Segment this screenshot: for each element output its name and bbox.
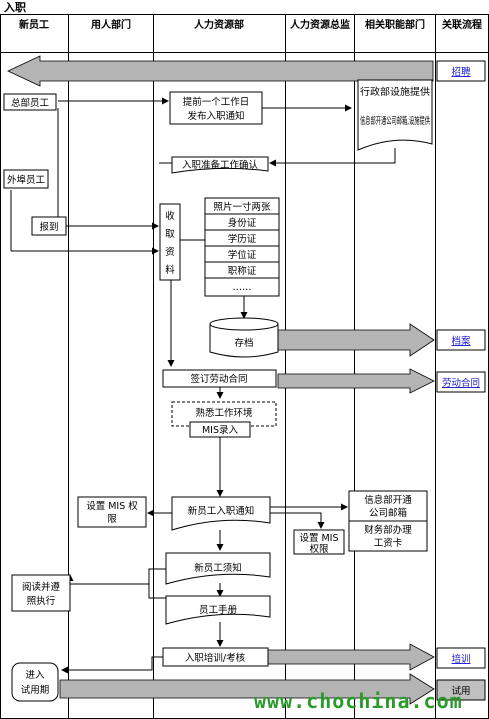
mis-left-line-1: 设置 MIS 权 [86, 500, 138, 512]
hq-employee-node [3, 93, 57, 111]
diagram-title: 入职 [4, 1, 26, 14]
column-header-hr-director: 人力资源总监 [290, 18, 350, 31]
collect-char-4: 料 [165, 264, 175, 276]
admin-facilities-line-2: 信息部开通公司邮箱,设施提供 [360, 115, 430, 127]
doc-id-card: 身份证 [228, 217, 257, 229]
handbook-label: 员工手册 [199, 604, 238, 616]
welcome-notice-doc [171, 496, 271, 531]
collect-materials-node [159, 203, 181, 281]
ext-employee-node [3, 169, 49, 189]
link-training-label[interactable]: 培训 [451, 653, 470, 665]
familiar-label: 熟悉工作环境 [195, 407, 253, 419]
training-arrow [267, 643, 435, 671]
collect-char-2: 取 [165, 229, 175, 240]
doc-education: 学历证 [228, 233, 257, 245]
big-arrows [7, 55, 435, 705]
it-email-line-2: 公司邮箱 [369, 507, 407, 519]
doc-photo: 照片一寸两张 [213, 201, 271, 213]
probation-arrow [59, 673, 435, 705]
column-header-new-employee: 新员工 [19, 18, 49, 31]
mis-left-line-2: 限 [107, 514, 117, 525]
archive-arrow [277, 323, 435, 357]
read-comply-line-1: 阅读并遵 [22, 581, 61, 593]
mis-right-line-1: 设置 MIS [299, 533, 338, 544]
archive-label: 存档 [234, 337, 253, 349]
welcome-notice-label: 新员工入职通知 [188, 505, 255, 517]
probation-node [11, 662, 59, 702]
probation-line-2: 试用期 [21, 684, 50, 696]
collect-char-1: 收 [165, 210, 175, 222]
column-header-related-dept: 相关职能部门 [365, 18, 425, 31]
admin-facilities-line-1: 行政部设施提供 [360, 86, 431, 98]
finance-line-1: 财务部办理 [364, 524, 412, 536]
newbie-guide-label: 新员工须知 [194, 562, 242, 574]
prep-confirm-label: 入职准备工作确认 [182, 159, 259, 171]
link-training[interactable] [436, 647, 486, 669]
admin-facilities-doc [357, 79, 433, 151]
link-contract-label[interactable]: 劳动合同 [442, 377, 480, 389]
link-contract[interactable] [436, 371, 486, 393]
nodes [3, 60, 486, 702]
newbie-guide-doc [165, 552, 271, 585]
contract-arrow [277, 368, 435, 394]
read-comply-line-2: 照执行 [27, 595, 56, 607]
training-node [162, 647, 269, 667]
mis-entry-label: MIS录入 [202, 425, 239, 436]
mis-permission-left-node [77, 496, 147, 528]
probation-line-1: 进入 [25, 670, 45, 681]
hq-employee-label: 总部员工 [11, 97, 50, 109]
archive-cylinder-top [209, 317, 279, 331]
watermark: www.chochina.com [254, 689, 463, 713]
report-node [31, 216, 67, 236]
it-email-line-1: 信息部开通 [364, 494, 412, 506]
link-archive[interactable] [436, 329, 486, 351]
handbook-doc [165, 595, 271, 625]
link-recruit[interactable] [436, 60, 486, 82]
prep-confirm-doc [171, 156, 269, 174]
archive-cylinder [209, 324, 279, 358]
advance-notice-line-1: 提前一个工作日 [183, 96, 250, 108]
finance-node [348, 520, 428, 552]
advance-notice-node [169, 91, 263, 125]
it-email-node [348, 490, 428, 522]
link-recruit-label[interactable]: 招聘 [451, 66, 471, 78]
link-probation[interactable] [436, 679, 486, 701]
collect-char-3: 资 [165, 247, 175, 258]
mis-entry-node [189, 421, 251, 438]
column-header-hr-dept: 人力资源部 [194, 18, 244, 31]
doc-degree: 学位证 [228, 249, 257, 261]
read-comply-node [11, 574, 71, 612]
contract-node [162, 369, 277, 388]
mis-right-line-2: 权限 [309, 543, 329, 555]
doc-title-cert: 职称证 [228, 265, 257, 277]
finance-line-2: 工资卡 [374, 537, 403, 549]
link-archive-label[interactable]: 档案 [451, 335, 471, 347]
mis-permission-right-node [293, 529, 345, 555]
contract-label: 签订劳动合同 [190, 373, 247, 385]
column-header-related-process: 关联流程 [442, 18, 482, 31]
connectors [10, 97, 396, 674]
advance-notice-line-2: 发布入职通知 [187, 110, 244, 122]
report-label: 报到 [39, 221, 58, 233]
doc-ellipsis: …… [233, 282, 252, 293]
ext-employee-label: 外埠员工 [7, 174, 46, 186]
link-probation-label[interactable]: 试用 [451, 685, 470, 697]
training-label: 入职培训/考核 [185, 652, 246, 664]
column-header-hiring-dept: 用人部门 [90, 18, 131, 31]
